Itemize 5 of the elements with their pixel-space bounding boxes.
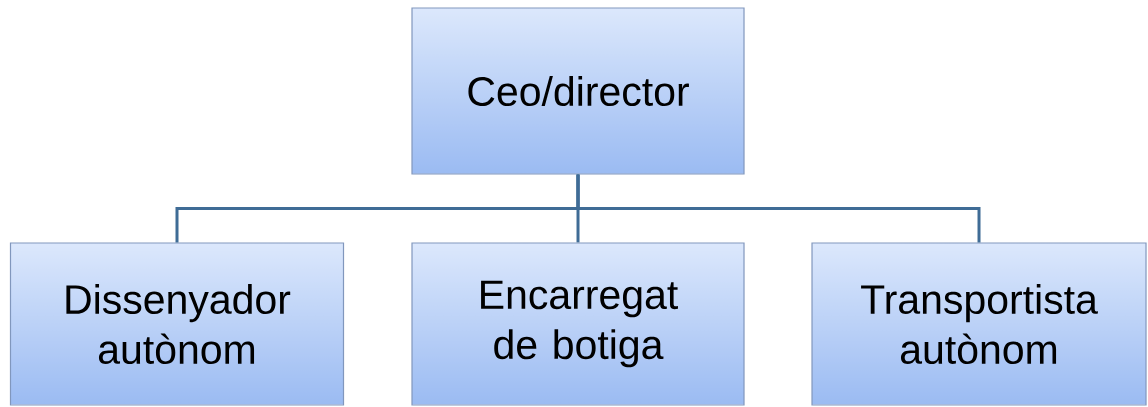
org-box: Dissenyador autònom <box>9 242 345 406</box>
connector-line <box>576 174 981 243</box>
org-box: Encarregat de botiga <box>411 242 745 406</box>
org-box: Transportista autònom <box>811 242 1147 406</box>
org-box: Ceo/director <box>411 7 745 175</box>
